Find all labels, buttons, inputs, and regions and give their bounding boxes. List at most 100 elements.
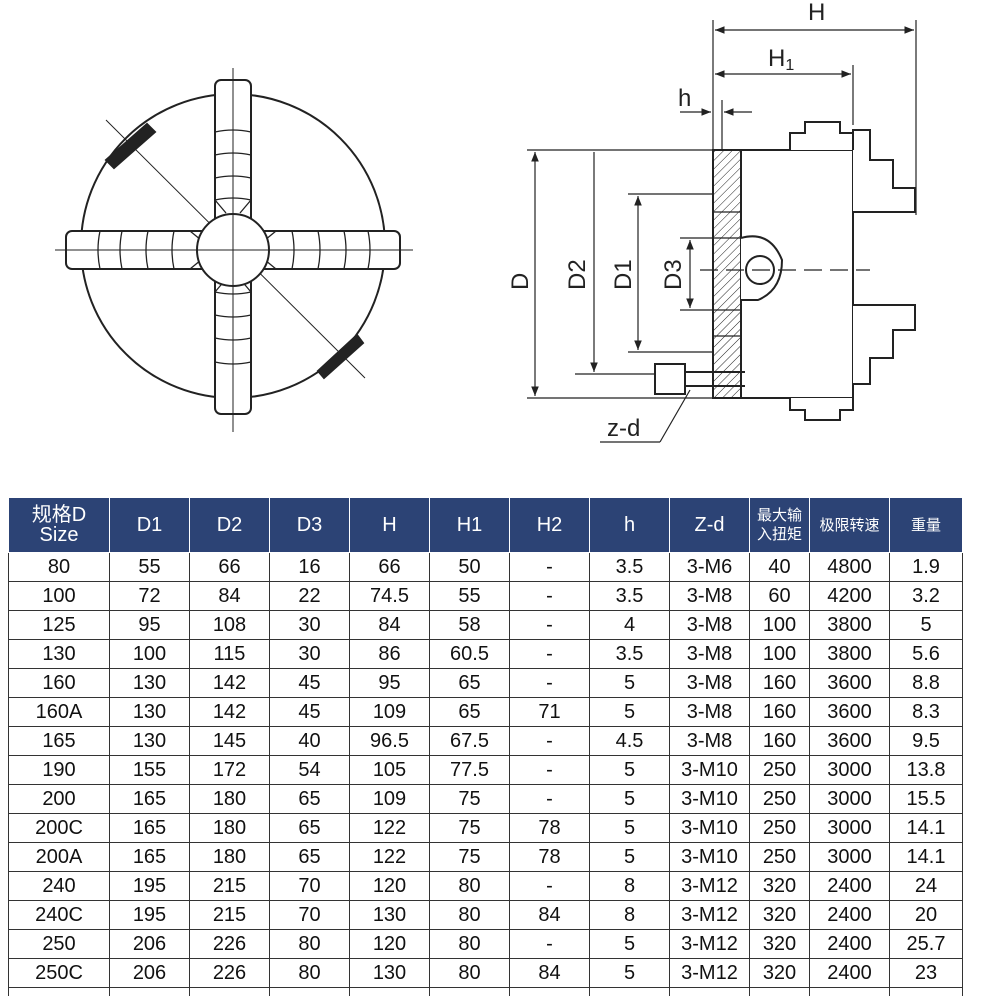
table-cell: 77.5 [429, 755, 510, 785]
table-cell: 80 [269, 929, 350, 959]
table-cell: 108 [189, 610, 270, 640]
table-cell: - [509, 610, 590, 640]
table-cell: 120 [349, 871, 430, 901]
table-cell: 20 [889, 900, 963, 930]
table-cell: 160 [749, 668, 810, 698]
table-cell: 200C [8, 813, 110, 843]
table-cell: 3.2 [889, 581, 963, 611]
dimension-lines [527, 20, 917, 443]
table-cell: 5 [589, 842, 670, 872]
table-cell: 75 [429, 813, 510, 843]
table-cell: 206 [109, 929, 190, 959]
table-cell: 3600 [809, 668, 890, 698]
table-cell: 8 [589, 871, 670, 901]
table-cell: 80 [8, 552, 110, 582]
table-cell: 40 [269, 726, 350, 756]
table-cell: 226 [189, 929, 270, 959]
table-cell: 4 [589, 610, 670, 640]
table-cell [189, 987, 270, 996]
table-cell: 320 [749, 871, 810, 901]
table-cell: 96.5 [349, 726, 430, 756]
table-cell: 160 [749, 726, 810, 756]
table-cell: 115 [189, 639, 270, 669]
table-cell: 66 [349, 552, 430, 582]
table-cell: 95 [109, 610, 190, 640]
table-cell: 80 [269, 958, 350, 988]
table-cell: 5 [589, 755, 670, 785]
table-cell: 75 [429, 784, 510, 814]
table-cell: 3-M10 [669, 813, 750, 843]
table-cell: 15.5 [889, 784, 963, 814]
label-H1-main: H [768, 45, 785, 72]
table-cell: 130 [349, 900, 430, 930]
table-cell: 3-M10 [669, 755, 750, 785]
front-view [55, 68, 413, 432]
table-cell: 3-M8 [669, 697, 750, 727]
table-cell: 3600 [809, 697, 890, 727]
table-cell: 3600 [809, 726, 890, 756]
label-zd: z-d [607, 415, 640, 442]
table-cell [509, 987, 590, 996]
table-cell: 84 [349, 610, 430, 640]
table-cell: 206 [109, 958, 190, 988]
table-cell: 250 [749, 784, 810, 814]
table-cell [269, 987, 350, 996]
table-cell: 3-M10 [669, 842, 750, 872]
table-cell: 160 [749, 697, 810, 727]
table-cell: - [509, 581, 590, 611]
table-cell: 75 [429, 842, 510, 872]
table-cell: 165 [109, 842, 190, 872]
table-cell [429, 987, 510, 996]
table-cell: 4800 [809, 552, 890, 582]
table-cell: 60.5 [429, 639, 510, 669]
table-cell [809, 987, 890, 996]
col-h2: H2 [509, 497, 590, 553]
table-cell: 45 [269, 668, 350, 698]
table-cell: 172 [189, 755, 270, 785]
table-cell: 95 [349, 668, 430, 698]
chuck-technical-drawing: H H1 h D D2 D1 D3 z-d [55, 0, 917, 443]
table-cell: 165 [109, 784, 190, 814]
table-cell: 2400 [809, 929, 890, 959]
col-max-speed: 极限转速 [809, 497, 890, 553]
col-h-small: h [589, 497, 670, 553]
table-cell: - [509, 552, 590, 582]
table-cell: 5 [589, 813, 670, 843]
table-cell: 70 [269, 871, 350, 901]
table-cell: 3.5 [589, 639, 670, 669]
table-cell: 142 [189, 697, 270, 727]
table-cell: 8.8 [889, 668, 963, 698]
label-H: H [808, 0, 825, 26]
col-zd: Z-d [669, 497, 750, 553]
table-cell: 160 [8, 668, 110, 698]
table-cell: 100 [749, 610, 810, 640]
table-cell: 72 [109, 581, 190, 611]
table-cell: 3000 [809, 813, 890, 843]
side-view [654, 121, 916, 421]
table-cell: 65 [429, 697, 510, 727]
table-cell: - [509, 726, 590, 756]
col-d1: D1 [109, 497, 190, 553]
table-cell: - [509, 639, 590, 669]
table-cell: 80 [429, 929, 510, 959]
table-cell: 8 [589, 900, 670, 930]
table-cell: 250 [749, 755, 810, 785]
table-cell: 22 [269, 581, 350, 611]
label-H1: H1 [768, 45, 794, 74]
table-cell: 195 [109, 871, 190, 901]
table-cell: 3-M8 [669, 581, 750, 611]
table-cell [889, 987, 963, 996]
table-cell: 165 [109, 813, 190, 843]
table-cell: 240C [8, 900, 110, 930]
table-cell: 3800 [809, 639, 890, 669]
table-cell: 3-M8 [669, 610, 750, 640]
